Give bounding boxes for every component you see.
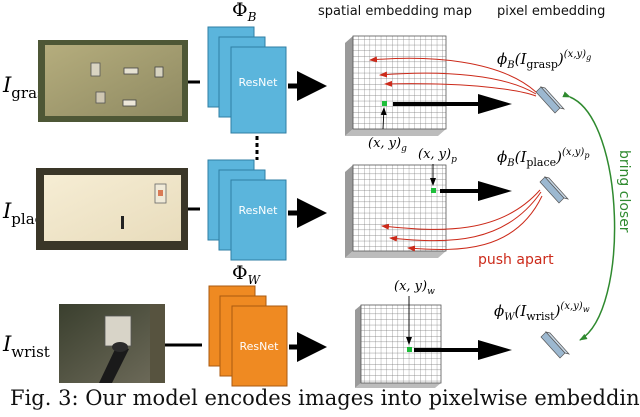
arrow-place-point-to-embedding-head	[478, 181, 512, 201]
resnet-block-wrist: ResNet	[208, 285, 288, 387]
svg-text:ΦB: ΦB	[232, 0, 257, 24]
embedding-label-place: ϕB(Iplace)(x,y)p	[497, 147, 589, 169]
push-apart-arrows	[369, 56, 543, 252]
arrow-grasp-point-to-embedding-head	[478, 94, 512, 114]
figure-caption: Fig. 3: Our model encodes images into pi…	[10, 386, 640, 410]
bring-closer-label: bring closer	[616, 150, 632, 233]
phi-w-header: ΦW	[232, 262, 262, 287]
grasp-image	[38, 40, 188, 122]
svg-text:(x, y)p: (x, y)p	[418, 147, 457, 165]
place-image	[36, 168, 188, 250]
embedding-vector-wrist	[540, 331, 571, 359]
svg-text:(x, y)w: (x, y)w	[394, 279, 435, 297]
embedding-label-grasp: ϕB(Igrasp)(x,y)g	[497, 49, 591, 71]
embedding-vector-grasp	[535, 86, 566, 114]
resnet-label-grasp: ResNet	[239, 76, 279, 89]
embedding-vector-place	[539, 176, 570, 204]
resnet-label-place: ResNet	[239, 204, 279, 217]
point-label-grasp: (x, y)g	[368, 136, 407, 154]
resnet-label-wrist: ResNet	[240, 340, 280, 353]
svg-text:ϕB(Igrasp)(x,y)g: ϕB(Igrasp)(x,y)g	[497, 49, 591, 71]
point-label-wrist: (x, y)w	[394, 279, 435, 297]
svg-text:ϕB(Iplace)(x,y)p: ϕB(Iplace)(x,y)p	[497, 147, 589, 169]
spatial-map-place	[345, 164, 447, 258]
phi-b-header: ΦB	[232, 0, 257, 24]
embedding-label-wrist: ϕW(Iwrist)(x,y)w	[494, 301, 590, 323]
point-label-place: (x, y)p	[418, 147, 457, 165]
input-label-wrist: Iwrist	[2, 332, 50, 361]
push-apart-label: push apart	[478, 252, 554, 268]
spatial-map-grasp	[345, 35, 447, 136]
bring-closer-arrow	[562, 91, 616, 341]
svg-text:Iwrist: Iwrist	[2, 332, 50, 361]
spatial-map-header: spatial embedding map	[318, 4, 472, 19]
point-wrist	[407, 347, 412, 352]
pointer-grasp-label	[380, 107, 387, 130]
point-place	[431, 188, 436, 193]
spatial-map-wrist	[355, 304, 442, 388]
pixel-embedding-header: pixel embedding	[497, 4, 605, 19]
point-grasp	[382, 101, 387, 106]
svg-text:(x, y)g: (x, y)g	[368, 136, 407, 154]
svg-text:ΦW: ΦW	[232, 262, 262, 287]
arrow-wrist-point-to-embedding-head	[478, 340, 512, 360]
wrist-image	[59, 304, 165, 383]
resnet-block-place: ResNet	[207, 159, 287, 261]
resnet-block-grasp: ResNet	[207, 26, 287, 134]
svg-text:ϕW(Iwrist)(x,y)w: ϕW(Iwrist)(x,y)w	[494, 301, 590, 323]
